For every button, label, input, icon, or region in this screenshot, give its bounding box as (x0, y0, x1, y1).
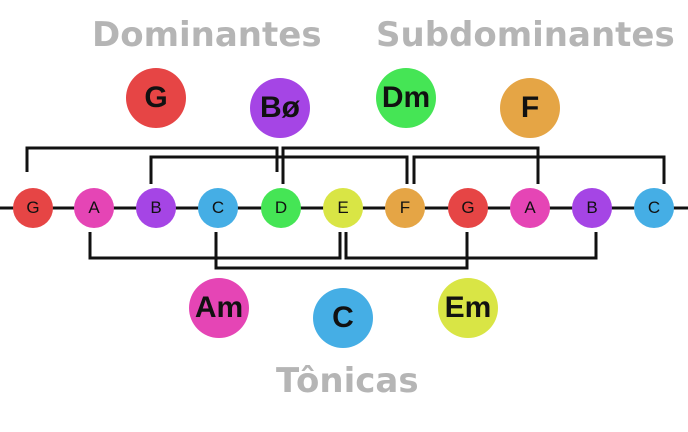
note-c2: C (634, 188, 674, 228)
chord-am: Am (189, 278, 249, 338)
dominantes-label: Dominantes (92, 15, 322, 55)
bracket-subdominant-d (281, 146, 540, 184)
subdominantes-label: Subdominantes (376, 15, 675, 55)
chord-em: Em (438, 278, 498, 338)
note-g2: G (448, 188, 488, 228)
bracket-subdominant-f (412, 155, 666, 184)
bracket-dominant-g (25, 146, 279, 172)
tonicas-label: Tônicas (276, 361, 419, 401)
note-g1: G (13, 188, 53, 228)
bracket-tonic-e (344, 232, 598, 260)
chord-f: F (500, 78, 560, 138)
note-e: E (323, 188, 363, 228)
note-a1: A (74, 188, 114, 228)
chord-g: G (126, 68, 186, 128)
chord-c: C (313, 288, 373, 348)
note-f: F (385, 188, 425, 228)
note-d: D (261, 188, 301, 228)
note-c1: C (198, 188, 238, 228)
bracket-tonic-c (214, 232, 469, 270)
note-b2: B (572, 188, 612, 228)
chord-b-half-dim: Bø (250, 78, 310, 138)
bracket-dominant-b (149, 155, 409, 184)
note-a2: A (510, 188, 550, 228)
chord-dm: Dm (376, 68, 436, 128)
note-b1: B (136, 188, 176, 228)
